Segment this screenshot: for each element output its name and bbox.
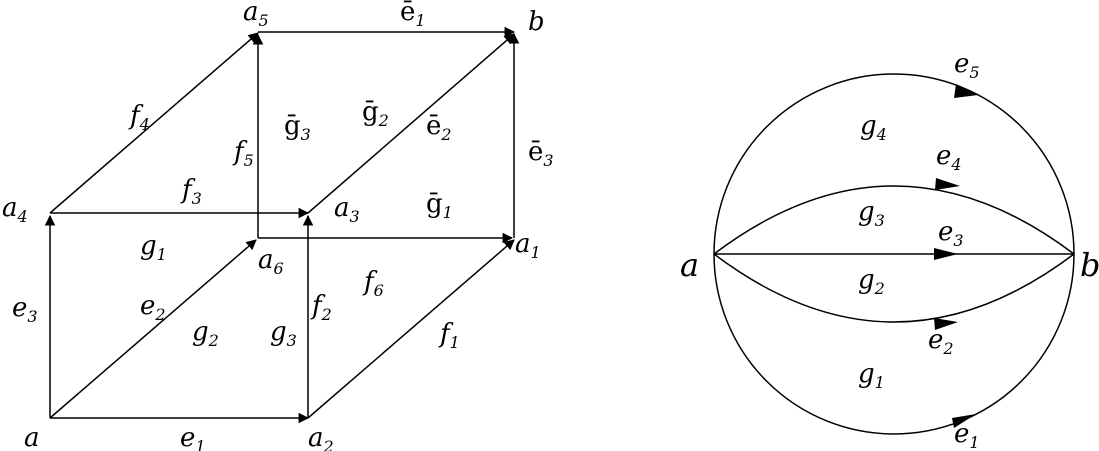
edge-label-ebar1: ē1: [400, 0, 426, 30]
edge-label-f6: f6: [362, 267, 384, 300]
arrowhead-e2: [934, 318, 958, 330]
edge-label-ebar2: ē2: [426, 111, 452, 144]
edge-e2: [49, 239, 257, 419]
arrowhead-e1: [952, 414, 976, 428]
edge-e2-curve: [713, 253, 1075, 323]
face-label-g2-right: g2: [858, 265, 885, 298]
edge-e1-curve: [713, 253, 1075, 435]
edge-e5-curve: [713, 73, 1075, 255]
edge-f4: [49, 32, 259, 214]
vertex-label-a-right: a: [680, 246, 699, 284]
vertex-label-a6: a6: [258, 245, 284, 278]
vertex-label-a5: a5: [243, 0, 269, 30]
arrowhead-e3: [934, 248, 958, 260]
vertex-label-b: b: [528, 7, 545, 37]
arrowhead-e4: [935, 178, 960, 190]
box-graph: a a2 a4 a6 a3 a1 a5 b e1 e3 e2 f2 f1 f3 …: [2, 0, 554, 451]
edge-f1: [307, 239, 515, 419]
vertex-label-a4: a4: [2, 193, 28, 226]
edge-e4-curve: [713, 185, 1075, 255]
arrowhead-e5: [954, 84, 978, 98]
edge-label-e5-right: e5: [954, 49, 980, 82]
edge-ebar2: [307, 33, 515, 214]
vertex-label-b-right: b: [1080, 246, 1099, 284]
face-label-g1: g1: [140, 231, 167, 264]
face-label-gbar2: ḡ2: [362, 97, 389, 130]
edge-label-e2: e2: [140, 291, 166, 324]
face-label-gbar3: ḡ3: [284, 111, 311, 144]
vertex-label-a3: a3: [334, 193, 360, 226]
vertex-label-a2: a2: [308, 423, 334, 451]
face-label-g3: g3: [270, 317, 297, 350]
edge-label-f1: f1: [438, 319, 460, 352]
edge-label-e3: e3: [12, 293, 38, 326]
edge-label-ebar3: ē3: [528, 137, 554, 170]
circle-graph: a b e5 e4 e3 e2 e1 g4 g3 g2 g1: [680, 49, 1099, 451]
face-label-g1-right: g1: [858, 359, 885, 392]
edge-label-e2-right: e2: [928, 325, 954, 358]
face-label-g3-right: g3: [858, 197, 885, 230]
face-label-gbar1: ḡ1: [426, 189, 453, 222]
edge-label-f2: f2: [310, 291, 332, 324]
face-label-g2: g2: [192, 317, 219, 350]
edge-label-f3: f3: [180, 175, 202, 208]
edge-label-e4-right: e4: [936, 141, 962, 174]
edge-label-e1: e1: [180, 423, 206, 451]
edge-label-e3-right: e3: [938, 217, 964, 250]
face-label-g4-right: g4: [860, 111, 887, 144]
vertex-label-a1: a1: [515, 229, 541, 262]
vertex-label-a: a: [24, 423, 40, 451]
edge-label-e1-right: e1: [954, 419, 980, 451]
edge-label-f5: f5: [232, 137, 254, 170]
edge-label-f4: f4: [128, 101, 150, 134]
